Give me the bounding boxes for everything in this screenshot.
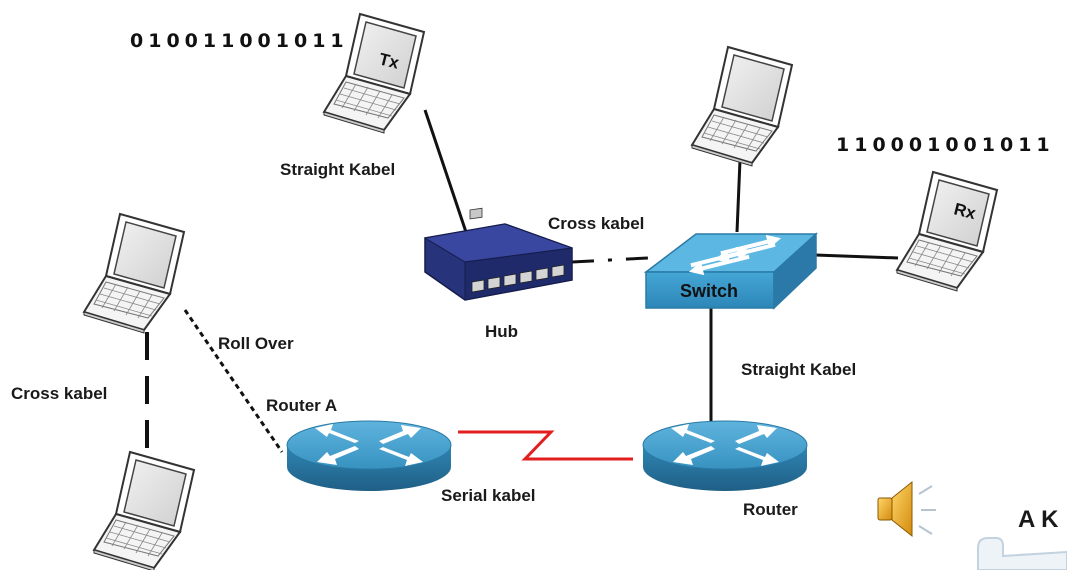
router-b-device bbox=[642, 420, 808, 492]
label-serial-kabel: Serial kabel bbox=[441, 486, 536, 505]
switch-label: Switch bbox=[680, 281, 738, 301]
laptop-rx: Rx bbox=[896, 171, 998, 292]
tx-label: Tx bbox=[377, 49, 401, 72]
tx-bit-stream: 010011001011 bbox=[130, 30, 349, 52]
laptop-top-right bbox=[691, 46, 793, 167]
laptop-tx: Tx bbox=[323, 13, 425, 134]
laptop-left-top bbox=[83, 213, 185, 334]
cable-hub-switch bbox=[571, 256, 649, 264]
corner-hand-graphic bbox=[977, 537, 1067, 570]
cable-switch-rx bbox=[814, 253, 899, 260]
switch-device: Switch bbox=[643, 232, 818, 310]
router-a-label: Router A bbox=[266, 396, 338, 415]
label-roll-over: Roll Over bbox=[218, 334, 294, 353]
router-b-label: Router bbox=[743, 500, 798, 519]
speaker-icon[interactable] bbox=[877, 480, 936, 538]
cable-laptop-switch bbox=[735, 159, 742, 233]
label-cross-kabel-left: Cross kabel bbox=[11, 384, 108, 403]
hub-device bbox=[423, 207, 573, 301]
corner-text: A K bbox=[1018, 506, 1059, 533]
cable-serial bbox=[458, 430, 633, 461]
cable-rollover bbox=[183, 309, 284, 453]
rx-bit-stream: 110001001011 bbox=[836, 134, 1055, 156]
hub-label: Hub bbox=[485, 322, 519, 341]
label-cross-kabel-hub-switch: Cross kabel bbox=[548, 214, 645, 233]
rx-label: Rx bbox=[952, 199, 978, 223]
label-straight-kabel-right: Straight Kabel bbox=[741, 360, 857, 379]
label-straight-kabel-top: Straight Kabel bbox=[280, 160, 396, 179]
laptop-left-bottom bbox=[93, 451, 195, 570]
cable-tx-hub bbox=[423, 109, 470, 239]
router-a-device bbox=[286, 420, 452, 492]
